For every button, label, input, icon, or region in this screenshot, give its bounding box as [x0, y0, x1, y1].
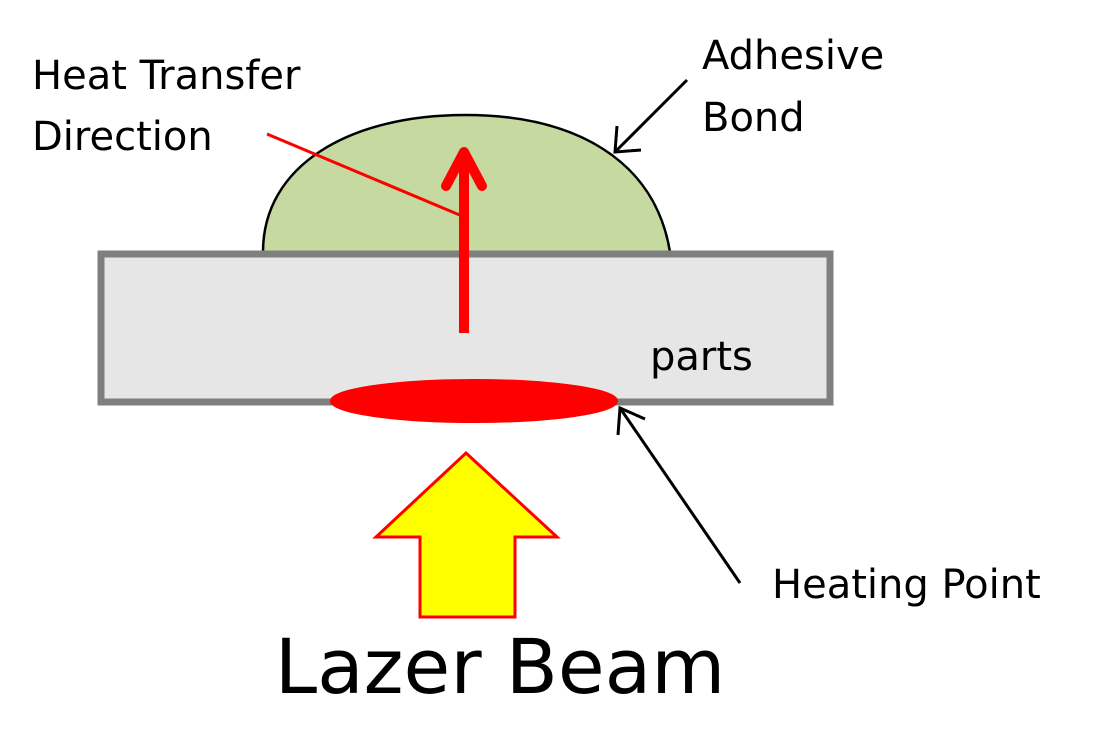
adhesive-label-line1: Adhesive — [702, 33, 884, 79]
lazer-beam-label: Lazer Beam — [275, 622, 725, 711]
heating-point-spot — [330, 379, 618, 423]
heating-point-pointer-line — [618, 407, 742, 584]
laser-beam-arrow — [372, 450, 561, 619]
heat-transfer-label-line2: Direction — [32, 114, 213, 160]
adhesive-label-line2: Bond — [702, 95, 805, 141]
heat-transfer-label-line1: Heat Transfer — [32, 53, 301, 99]
heat-transfer-arrowhead — [441, 147, 487, 191]
adhesive-pointer-line — [613, 78, 689, 154]
heating-point-label: Heating Point — [772, 562, 1041, 608]
heating-point-pointer-arrowhead — [616, 405, 646, 436]
heat-transfer-pointer-line — [266, 132, 463, 218]
adhesive-pointer-arrowhead — [613, 125, 642, 154]
parts-label: parts — [650, 334, 753, 380]
